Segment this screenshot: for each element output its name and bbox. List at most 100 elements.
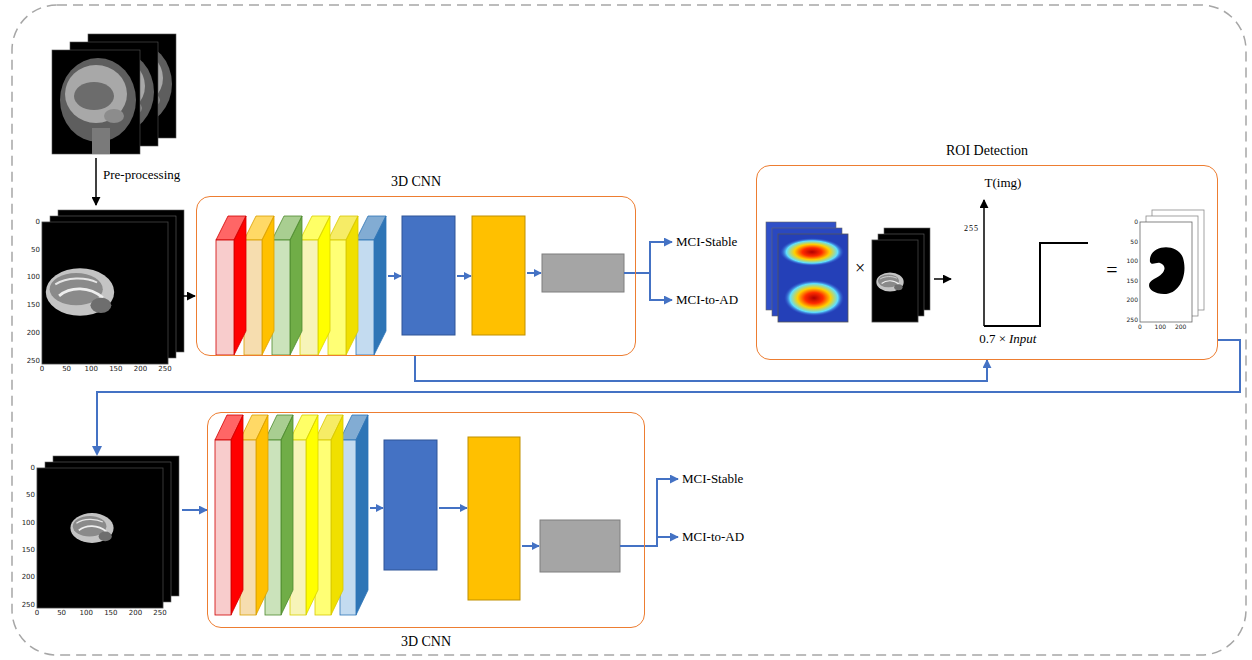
axis-tick: 200 (134, 366, 147, 373)
flow-arrow (370, 507, 383, 509)
annotation: = (1106, 260, 1117, 280)
process-arrow (95, 158, 97, 205)
flow-line (624, 272, 636, 274)
mask-slice (1140, 222, 1192, 322)
brain-slice (70, 513, 113, 543)
class-label: MCI-Stable (676, 234, 737, 250)
axis-tick: 250 (27, 357, 40, 364)
outer-frame (12, 5, 1246, 655)
annotation: Pre-processing (103, 168, 180, 181)
conv-layer (315, 415, 343, 615)
axis-tick: 200 (22, 574, 35, 581)
conv-layer (244, 216, 274, 355)
flow-connector (636, 273, 672, 300)
axis-tick: 50 (62, 366, 71, 373)
annotation: 255 (964, 225, 979, 233)
axis-tick: 250 (158, 366, 171, 373)
axis-tick: 100 (1127, 258, 1138, 264)
flow-line (620, 545, 645, 547)
image-slice (872, 240, 918, 322)
conv-layer (328, 216, 358, 355)
conv-layer (272, 216, 302, 355)
output-class: MCI-Stable (680, 471, 745, 487)
module-title: 3D CNN (391, 174, 441, 190)
axis-line (983, 200, 985, 326)
module-box: 3D CNN (196, 196, 636, 356)
process-arrow (934, 278, 951, 280)
axis-tick: 200 (27, 329, 40, 336)
axis-tick: 100 (27, 274, 40, 281)
image-slice (42, 222, 168, 364)
axis-tick: 0 (40, 366, 44, 373)
output-layer (540, 520, 620, 572)
brain-slice (876, 273, 903, 292)
flow-connector (645, 479, 678, 546)
roi-mask (1149, 247, 1184, 294)
axis-tick: 250 (153, 610, 166, 617)
arrow-head (92, 446, 102, 456)
module-title: 3D CNN (401, 634, 451, 650)
heat-spot (784, 280, 844, 316)
image-slice (37, 468, 163, 608)
axis-tick: 100 (1155, 324, 1166, 330)
conv-layer (216, 216, 246, 355)
axis-tick: 150 (27, 302, 40, 309)
axis-tick: 0 (35, 610, 39, 617)
axis-tick: 100 (85, 366, 98, 373)
threshold-step (984, 243, 1088, 326)
axis-tick: 0 (1134, 219, 1138, 225)
output-class: MCI-to-AD (674, 292, 740, 308)
heatmap-slice (778, 234, 848, 322)
axis-tick: 200 (129, 610, 142, 617)
heat-spot (780, 238, 844, 266)
axis-tick: 250 (1127, 317, 1138, 323)
flow-connector (97, 340, 1240, 510)
conv-layer (240, 415, 268, 615)
axis-tick: 150 (109, 366, 122, 373)
conv-layer (300, 216, 330, 355)
axis-tick: 50 (26, 492, 35, 499)
flow-connector (645, 537, 678, 546)
conv-layer (290, 415, 318, 615)
conv-layer (265, 415, 293, 615)
axis-tick: 150 (1127, 278, 1138, 284)
dense-layer (402, 216, 455, 335)
output-class: MCI-to-AD (680, 529, 746, 545)
flow-arrow (388, 275, 401, 277)
dense-layer (472, 216, 525, 335)
annotation: T(img) (985, 176, 1022, 189)
axis-tick: 50 (57, 610, 66, 617)
axis-tick: 0 (36, 219, 40, 226)
annotation: 0.7 × (979, 332, 1006, 345)
axis-tick: 0 (1138, 324, 1142, 330)
axis-tick: 250 (22, 601, 35, 608)
dense-layer (384, 440, 437, 570)
mri-slice (52, 50, 140, 154)
axis-tick: 150 (22, 547, 35, 554)
input-arrow (182, 295, 195, 297)
output-layer (542, 254, 624, 292)
flow-arrow (527, 272, 541, 274)
flow-connector (636, 242, 672, 273)
axis-tick: 150 (104, 610, 117, 617)
conv-layer (215, 415, 243, 615)
output-class: MCI-Stable (674, 234, 739, 250)
conv-layer (340, 415, 368, 615)
class-label: MCI-to-AD (682, 529, 744, 545)
axis-tick: 200 (1175, 324, 1186, 330)
flow-arrow (522, 545, 539, 547)
conv-layer (356, 216, 386, 355)
axis-tick: 100 (22, 519, 35, 526)
annotation: Input (1009, 332, 1036, 345)
axis-tick: 100 (80, 610, 93, 617)
brain-slice (46, 268, 114, 316)
dense-layer (468, 437, 520, 600)
axis-tick: 200 (1127, 297, 1138, 303)
flow-arrow (457, 275, 471, 277)
flow-arrow (439, 507, 467, 509)
module-title: ROI Detection (946, 143, 1028, 159)
